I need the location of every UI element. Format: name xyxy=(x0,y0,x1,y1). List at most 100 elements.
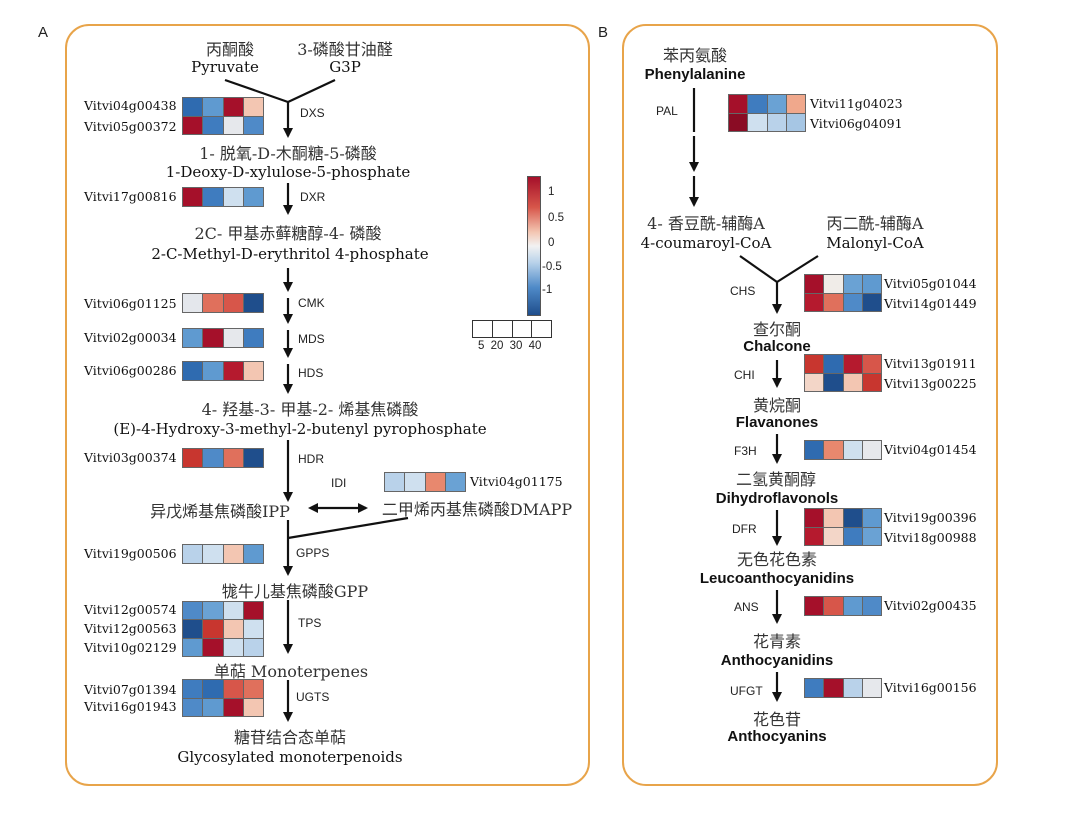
gene-label: Vitvi03g00374 xyxy=(84,450,177,465)
panel-b-frame xyxy=(622,24,998,786)
anthocyanins-en: Anthocyanins xyxy=(727,728,827,745)
heatmap-cell xyxy=(223,620,243,638)
gene-label: Vitvi18g00988 xyxy=(884,530,977,545)
gene-label: Vitvi14g01449 xyxy=(884,296,977,311)
heatmap-cell xyxy=(203,329,223,347)
enzyme-pal: PAL xyxy=(656,104,678,118)
mep-en: 2-C-Methyl-D-erythritol 4-phosphate xyxy=(151,245,429,263)
heatmap-cell xyxy=(183,680,203,698)
heatmap-cell xyxy=(862,275,881,293)
ipp-label: 异戊烯基焦磷酸IPP xyxy=(150,502,290,521)
gene-label: Vitvi12g00563 xyxy=(84,621,177,636)
heatmap xyxy=(804,596,882,616)
gene-label: Vitvi02g00435 xyxy=(884,598,977,613)
heatmap-cell xyxy=(425,473,445,491)
heatmap xyxy=(804,440,882,460)
heatmap-cell xyxy=(223,116,243,134)
heatmap-cell xyxy=(223,545,243,563)
heatmap-cell xyxy=(405,473,425,491)
colorbar-tick: -0.5 xyxy=(542,261,562,273)
dihydroflavonols-en: Dihydroflavonols xyxy=(715,490,839,507)
gene-label: Vitvi04g01454 xyxy=(884,442,977,457)
heatmap-cell xyxy=(805,679,824,697)
heatmap-cell xyxy=(862,679,881,697)
heatmap-cell xyxy=(805,275,824,293)
enzyme-dxr: DXR xyxy=(300,190,326,204)
gene-label: Vitvi02g00034 xyxy=(84,330,177,345)
anthocyanidins-cn: 花青素 xyxy=(752,632,801,651)
heatmap-cell xyxy=(805,373,824,391)
heatmap-cell xyxy=(203,116,223,134)
heatmap-cell xyxy=(243,294,263,312)
coumaroyl-cn: 4- 香豆酰-辅酶A xyxy=(647,214,765,233)
enzyme-idi: IDI xyxy=(331,476,347,490)
heatmap-cell xyxy=(748,95,767,113)
heatmap-cell xyxy=(183,294,203,312)
heatmap-cell xyxy=(203,680,223,698)
heatmap-cell xyxy=(183,98,203,116)
enzyme-hdr: HDR xyxy=(298,452,324,466)
heatmap-cell xyxy=(203,188,223,206)
heatmap-cell xyxy=(862,293,881,311)
flavanones-cn: 黄烷酮 xyxy=(752,396,801,415)
pyruvate-en: Pyruvate xyxy=(191,58,259,76)
heatmap-cell xyxy=(824,355,843,373)
heatmap-cell xyxy=(805,355,824,373)
dmapp-label: 二甲烯丙基焦磷酸DMAPP xyxy=(381,500,573,519)
heatmap-cell xyxy=(243,545,263,563)
heatmap-cell xyxy=(203,449,223,467)
gene-label: Vitvi05g01044 xyxy=(884,276,977,291)
gene-label: Vitvi07g01394 xyxy=(84,682,177,697)
heatmap-cell xyxy=(243,602,263,620)
colorbar-tick: 0 xyxy=(548,237,555,249)
hmbpp-en: (E)-4-Hydroxy-3-methyl-2-butenyl pyropho… xyxy=(113,420,487,438)
stage-legend-boxes xyxy=(472,320,552,338)
monoterpenes-label: 单萜 Monoterpenes xyxy=(213,662,369,681)
chalcone-cn: 查尔酮 xyxy=(752,320,801,339)
gene-label: Vitvi13g01911 xyxy=(884,356,977,371)
anthocyanidins-en: Anthocyanidins xyxy=(720,652,834,669)
heatmap-cell xyxy=(824,679,843,697)
heatmap-cell xyxy=(824,597,843,615)
heatmap xyxy=(182,448,264,468)
heatmap-cell xyxy=(729,95,748,113)
flavanones-en: Flavanones xyxy=(735,414,819,431)
gene-label: Vitvi04g01175 xyxy=(470,474,563,489)
gene-label: Vitvi04g00438 xyxy=(84,98,177,113)
heatmap xyxy=(182,97,264,135)
colorbar-tick: -1 xyxy=(542,284,553,296)
heatmap xyxy=(182,544,264,564)
gene-label: Vitvi06g00286 xyxy=(84,363,177,378)
heatmap-cell xyxy=(385,473,405,491)
phe-cn: 苯丙氨酸 xyxy=(662,46,727,65)
heatmap-cell xyxy=(223,98,243,116)
heatmap xyxy=(182,293,264,313)
heatmap-cell xyxy=(223,362,243,380)
heatmap-cell xyxy=(862,509,881,527)
gpp-label: 牻牛儿基焦磷酸GPP xyxy=(221,582,369,601)
heatmap-cell xyxy=(223,602,243,620)
g3p-en: G3P xyxy=(329,58,361,76)
heatmap-cell xyxy=(183,602,203,620)
heatmap-cell xyxy=(243,620,263,638)
enzyme-gpps: GPPS xyxy=(296,546,330,560)
anthocyanins-cn: 花色苷 xyxy=(752,710,801,729)
coumaroyl-en: 4-coumaroyl-CoA xyxy=(640,234,772,252)
heatmap-cell xyxy=(786,95,805,113)
heatmap xyxy=(804,274,882,312)
heatmap-cell xyxy=(786,113,805,131)
mep-cn: 2C- 甲基赤藓糖醇-4- 磷酸 xyxy=(194,224,382,243)
gene-label: Vitvi06g04091 xyxy=(810,116,903,131)
leuco-cn: 无色花色素 xyxy=(736,550,817,569)
heatmap-cell xyxy=(223,188,243,206)
heatmap-cell xyxy=(223,294,243,312)
heatmap-cell xyxy=(183,638,203,656)
enzyme-ugts: UGTS xyxy=(296,690,330,704)
enzyme-f3h: F3H xyxy=(734,444,757,458)
heatmap-cell xyxy=(203,698,223,716)
heatmap-cell xyxy=(203,602,223,620)
heatmap-cell xyxy=(843,293,862,311)
heatmap-cell xyxy=(843,373,862,391)
heatmap-cell xyxy=(183,620,203,638)
